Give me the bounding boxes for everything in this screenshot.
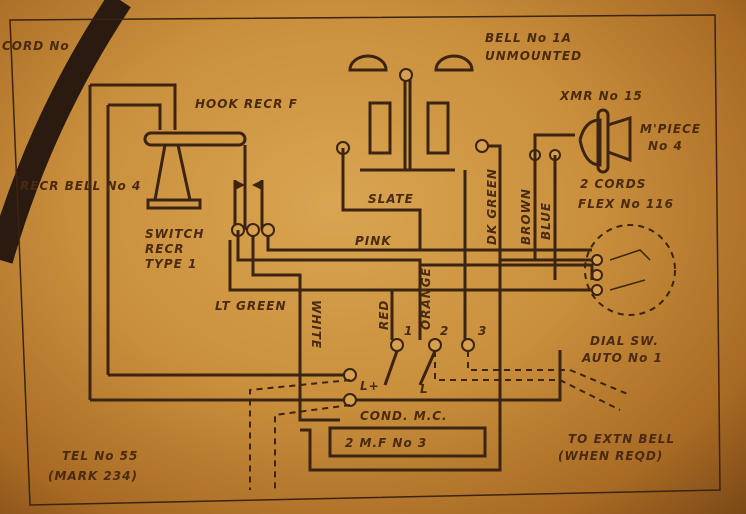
label-dial-1: DIAL SW. <box>590 334 659 348</box>
label-pink: PINK <box>355 234 392 248</box>
label-receiver-bell: RECR BELL No 4 <box>20 179 141 193</box>
label-switch-1: SWITCH <box>145 227 204 241</box>
label-dial-2: AUTO No 1 <box>581 351 663 365</box>
label-ext-bell-1: TO EXTN BELL <box>568 432 675 446</box>
label-hook-receiver: HOOK RECR F <box>195 97 298 111</box>
border <box>9 14 721 506</box>
dial-switch <box>584 224 676 316</box>
label-blue: BLUE <box>539 202 553 240</box>
label-condenser-value: 2 M.F No 3 <box>345 436 427 450</box>
label-cords-2: FLEX No 116 <box>578 197 674 211</box>
label-ext-bell-2: (WHEN REQD) <box>558 449 663 463</box>
label-bell-2: UNMOUNTED <box>485 49 582 63</box>
bell-unit <box>336 54 502 400</box>
transmitter <box>529 108 632 280</box>
terminal-2: 2 <box>440 324 449 338</box>
hook-receiver <box>88 83 247 400</box>
dashed-wires <box>249 351 631 490</box>
label-slate: SLATE <box>368 192 414 206</box>
terminal-l-plus: L+ <box>360 379 380 393</box>
label-cords-1: 2 CORDS <box>580 177 646 191</box>
label-brown: BROWN <box>519 188 533 245</box>
label-red: RED <box>377 300 391 330</box>
wires <box>90 170 594 472</box>
cable-shadow <box>0 0 131 264</box>
label-tel-1: TEL No 55 <box>62 449 138 463</box>
label-mouthpiece-2: No 4 <box>648 139 683 153</box>
label-dk-green: DK GREEN <box>485 168 499 245</box>
label-tel-2: (MARK 234) <box>48 469 138 483</box>
label-lt-green: LT GREEN <box>215 299 287 313</box>
terminal-1: 1 <box>404 324 413 338</box>
label-orange: ORANGE <box>419 267 433 330</box>
label-condenser: COND. M.C. <box>360 409 448 423</box>
terminal-3: 3 <box>478 324 487 338</box>
switch-receiver <box>231 145 275 237</box>
label-transmitter: XMR No 15 <box>559 89 643 103</box>
label-cord: CORD No <box>2 39 70 53</box>
label-mouthpiece-1: M'PIECE <box>640 122 701 136</box>
label-switch-2: RECR <box>145 242 184 256</box>
label-switch-3: TYPE 1 <box>145 257 197 271</box>
label-bell-1: BELL No 1A <box>485 31 572 45</box>
label-white: WHITE <box>309 300 323 349</box>
condenser-box <box>328 426 487 458</box>
terminal-l: L <box>420 382 429 396</box>
